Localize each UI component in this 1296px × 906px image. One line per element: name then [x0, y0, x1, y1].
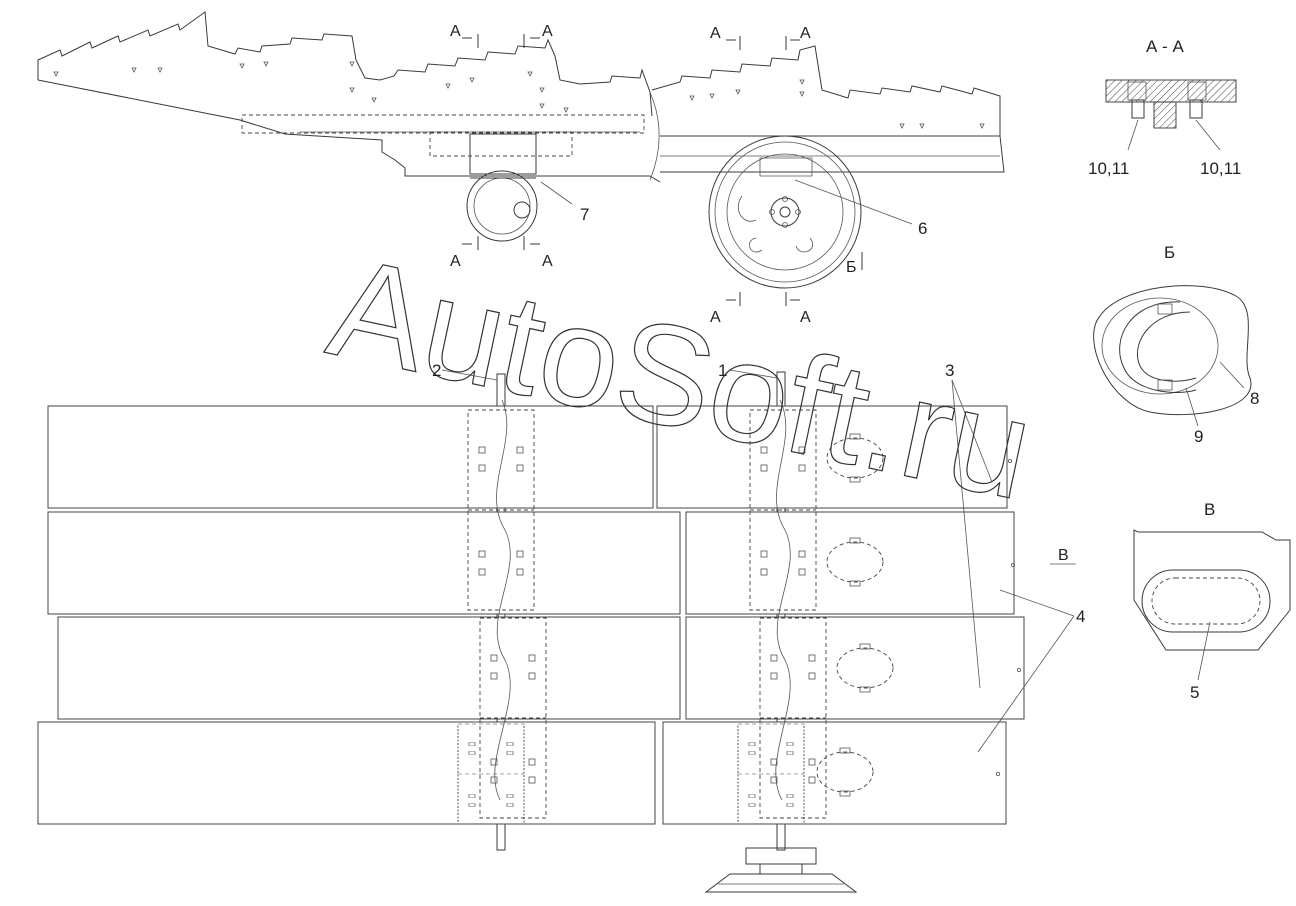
detail-b-title: Б — [1164, 243, 1175, 262]
bottom-pulley — [704, 847, 858, 893]
small-pulley — [466, 170, 538, 242]
detail-b — [1093, 285, 1252, 427]
panel-l3 — [57, 616, 681, 720]
callout-4: 4 — [1076, 607, 1085, 626]
panel-r1 — [656, 405, 1008, 509]
callout-7: 7 — [580, 205, 589, 224]
label-a-mid-right-1: А — [710, 309, 721, 326]
callout-9: 9 — [1194, 427, 1203, 446]
label-a-top-left-2: А — [542, 23, 553, 40]
label-a-top-left-1: А — [450, 23, 461, 40]
panel-l1 — [47, 405, 654, 509]
panel-l4 — [37, 721, 656, 825]
label-a-mid-left-1: А — [450, 253, 461, 270]
detail-section-aa — [1105, 79, 1237, 151]
large-pulley — [708, 135, 862, 289]
callout-8: 8 — [1250, 389, 1259, 408]
label-a-mid-left-2: А — [542, 253, 553, 270]
detail-v-title: В — [1204, 500, 1215, 519]
callout-3: 3 — [945, 361, 954, 380]
plan-view — [37, 179, 1076, 893]
support-beam-dashed — [241, 114, 645, 134]
panel-r3 — [685, 616, 1025, 720]
callout-10-11-left: 10,11 — [1088, 159, 1129, 178]
panel-l2 — [47, 511, 681, 615]
right-serrated-guard — [651, 45, 1001, 110]
callout-10-11-right: 10,11 — [1200, 159, 1241, 178]
left-serrated-guard — [37, 11, 653, 117]
panel-r4 — [662, 721, 1007, 825]
label-a-top-right-2: А — [800, 25, 811, 42]
label-a-mid-right-2: А — [800, 309, 811, 326]
side-view — [37, 11, 1005, 306]
detail-aa-title: А - А — [1146, 37, 1184, 56]
label-v-view-marker: В — [1058, 547, 1069, 564]
label-a-top-right-1: А — [710, 25, 721, 42]
callout-5: 5 — [1190, 683, 1199, 702]
callout-1: 1 — [718, 361, 727, 380]
detail-v — [1133, 529, 1291, 681]
callout-2: 2 — [432, 361, 441, 380]
label-b-view-marker: Б — [846, 259, 857, 276]
panel-r2 — [685, 511, 1015, 615]
callout-6: 6 — [918, 219, 927, 238]
